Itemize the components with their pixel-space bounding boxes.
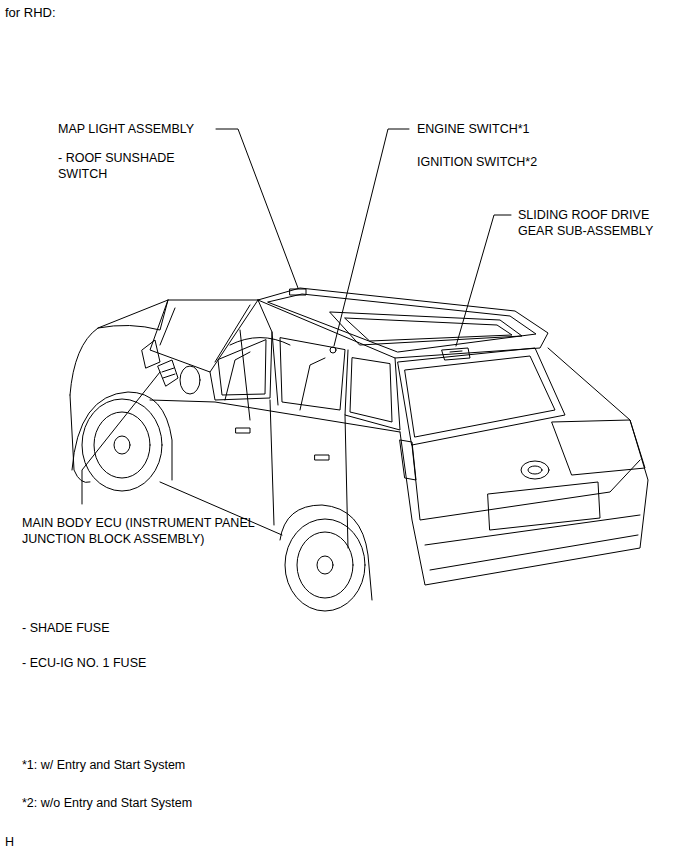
part-name: MAP LIGHT ASSEMBLY (58, 121, 228, 137)
part-name: ENGINE SWITCH*1 (417, 121, 597, 137)
sub-part-name: - ROOF SUNSHADE SWITCH (58, 150, 198, 182)
footnote: *2: w/o Entry and Start System (22, 795, 282, 811)
diagram-title: for RHD: (5, 5, 125, 21)
footnote: *1: w/ Entry and Start System (22, 757, 282, 773)
part-name: SLIDING ROOF DRIVE GEAR SUB-ASSEMBLY (518, 207, 683, 239)
part-name: MAIN BODY ECU (INSTRUMENT PANEL JUNCTION… (22, 515, 272, 547)
figure-code: H (5, 834, 45, 850)
part-name: IGNITION SWITCH*2 (417, 154, 597, 170)
sub-part-name: - SHADE FUSE (22, 620, 222, 636)
sub-part-name: - ECU-IG NO. 1 FUSE (22, 655, 242, 671)
